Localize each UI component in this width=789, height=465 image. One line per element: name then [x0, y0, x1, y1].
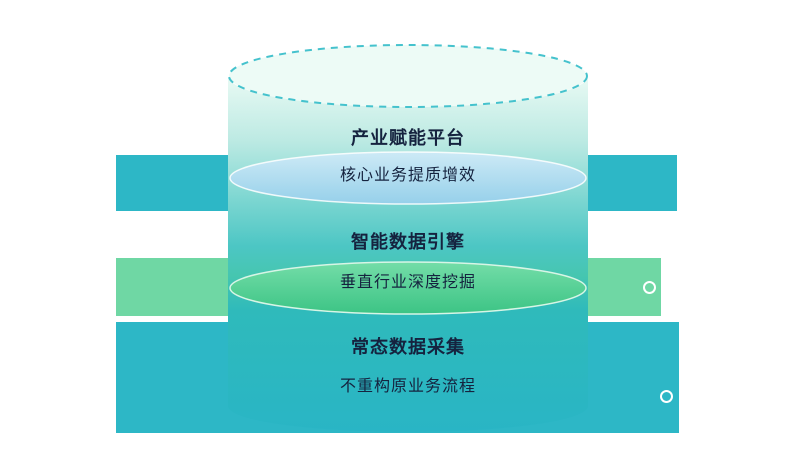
cylinder-top-ellipse	[228, 44, 588, 108]
tier1-title: 产业赋能平台	[351, 128, 465, 148]
tier3-title: 常态数据采集	[351, 337, 465, 357]
tier2-title: 智能数据引擎	[351, 232, 465, 252]
tier1-subtitle: 核心业务提质增效	[339, 167, 476, 184]
divider-ellipse-green	[229, 261, 587, 315]
divider-ellipse-blue	[229, 151, 587, 205]
tier3-subtitle: 不重构原业务流程	[339, 378, 476, 395]
cylinder-graphic	[228, 44, 588, 432]
band-end-circle-bottom	[660, 390, 673, 403]
band-end-circle-middle	[643, 281, 656, 294]
tier2-subtitle: 垂直行业深度挖掘	[339, 274, 476, 291]
